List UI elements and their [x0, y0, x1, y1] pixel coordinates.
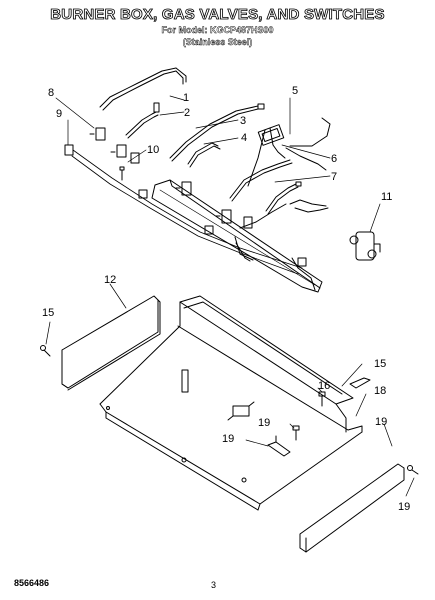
- document-number: 8566486: [14, 578, 50, 588]
- leader-lines: [45, 95, 415, 497]
- callout-18: 19: [222, 433, 234, 445]
- callout-15-right: 19: [375, 416, 387, 428]
- callout-3: 4: [241, 132, 247, 144]
- page-number: 3: [211, 580, 217, 590]
- burner-tube-1: [265, 183, 297, 212]
- channel-16: [349, 377, 371, 389]
- burner-tube-4: [169, 105, 259, 159]
- diagram-title: BURNER BOX, GAS VALVES, AND SWITCHES: [50, 6, 385, 24]
- model-line: For Model: KGCP487HS00: [161, 25, 274, 35]
- callout-6: 1: [183, 92, 189, 104]
- burner-tube-5: [125, 111, 157, 136]
- callout-12: 18: [374, 385, 386, 397]
- callout-4: 3: [240, 115, 246, 127]
- callout-7: 5: [292, 85, 298, 97]
- callout-1: 7: [331, 171, 337, 183]
- callout-8: 8: [48, 87, 54, 99]
- callout-16: 15: [374, 358, 386, 370]
- callout-2: 6: [331, 153, 337, 165]
- callout-labels: 1 2 3 4 5 6 7 8 9 10 11 12 15 15 16 18 1…: [42, 85, 410, 513]
- burner-tube-2: [229, 159, 291, 199]
- side-panel-15-left: [61, 295, 161, 391]
- callout-11: 11: [381, 191, 392, 203]
- screws-19: [40, 345, 419, 475]
- burner-box-12: [99, 295, 363, 511]
- manifold-assembly: [151, 117, 331, 293]
- callout-19-lower: 19: [258, 417, 270, 429]
- callout-15-left: 12: [104, 274, 116, 286]
- callout-19-right: 19: [398, 501, 410, 513]
- valve-body-7: [257, 124, 285, 146]
- switch-bracket-10: [64, 144, 307, 275]
- callout-19-center: 16: [318, 380, 330, 392]
- side-panel-15-right: [299, 463, 405, 553]
- spark-module-11: [349, 231, 381, 261]
- bracket-18: [267, 435, 291, 457]
- finish-line: (Stainless Steel): [182, 37, 253, 47]
- callout-9: 10: [147, 144, 159, 156]
- callout-10: 9: [56, 108, 62, 120]
- burner-tube-3: [187, 142, 219, 165]
- callout-19-left: 15: [42, 307, 54, 319]
- callout-5: 2: [184, 107, 190, 119]
- control-valves: [89, 127, 253, 229]
- manifold-bar: [151, 179, 323, 293]
- burner-tube-6: [99, 67, 177, 108]
